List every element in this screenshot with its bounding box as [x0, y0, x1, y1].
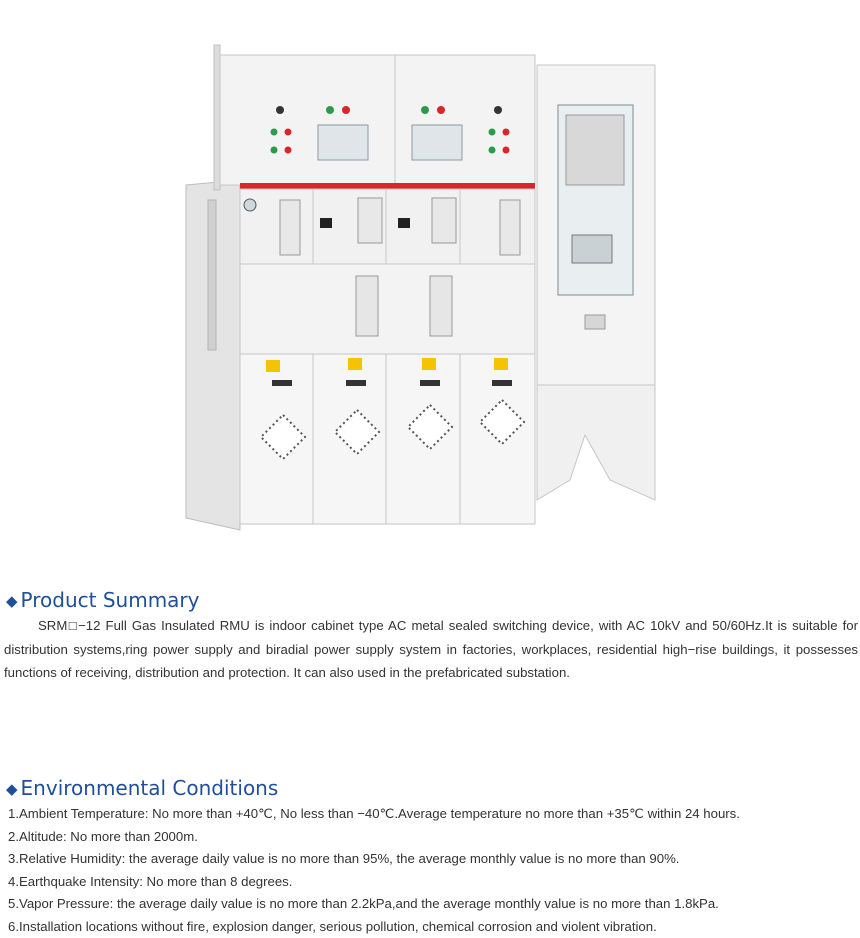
list-item: 2.Altitude: No more than 2000m.: [8, 826, 740, 849]
list-item: 3.Relative Humidity: the average daily v…: [8, 848, 740, 871]
product-image: [180, 40, 660, 550]
list-item: 5.Vapor Pressure: the average daily valu…: [8, 893, 740, 916]
product-summary-heading: ◆Product Summary: [6, 588, 200, 612]
list-item: 4.Earthquake Intensity: No more than 8 d…: [8, 871, 740, 894]
environmental-conditions-heading: ◆Environmental Conditions: [6, 776, 278, 800]
environmental-conditions-list: 1.Ambient Temperature: No more than +40℃…: [8, 803, 740, 938]
list-item: 1.Ambient Temperature: No more than +40℃…: [8, 803, 740, 826]
diamond-bullet-icon: ◆: [6, 780, 18, 798]
switchgear-illustration: [180, 40, 660, 550]
product-summary-heading-text: Product Summary: [21, 588, 200, 612]
list-item: 6.Installation locations without fire, e…: [8, 916, 740, 938]
product-summary-text: SRM□−12 Full Gas Insulated RMU is indoor…: [4, 618, 858, 680]
environmental-conditions-heading-text: Environmental Conditions: [21, 776, 279, 800]
diamond-bullet-icon: ◆: [6, 592, 18, 610]
product-summary-paragraph: SRM□−12 Full Gas Insulated RMU is indoor…: [4, 614, 858, 685]
